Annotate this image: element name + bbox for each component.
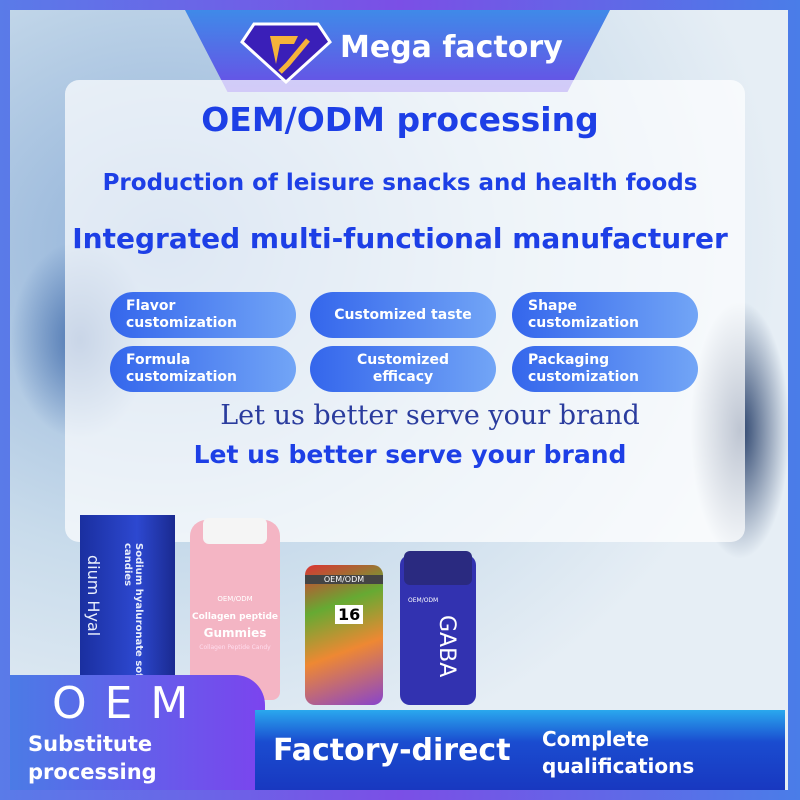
qualifications-label: Complete qualifications bbox=[542, 727, 695, 778]
oem-block bbox=[10, 675, 265, 790]
banner-title: Mega factory bbox=[340, 30, 563, 65]
pouch-badge: OEM/ODM bbox=[305, 575, 383, 584]
subtitle-2: Integrated multi-functional manufacturer bbox=[72, 222, 728, 255]
bottle-cap bbox=[404, 551, 472, 585]
feature-pill: Customized taste bbox=[310, 292, 496, 338]
headline: OEM/ODM processing bbox=[201, 100, 599, 139]
jar-line1: Collagen peptide bbox=[191, 612, 279, 622]
substitute-label: Substitute processing bbox=[28, 732, 157, 784]
features-bar bbox=[255, 710, 785, 790]
jar-line3: Collagen Peptide Candy bbox=[199, 644, 271, 651]
oem-label: O E M bbox=[52, 678, 191, 729]
jar-line2: Gummies bbox=[203, 626, 267, 640]
bottle-badge: OEM/ODM bbox=[408, 597, 439, 604]
factory-direct-label: Factory-direct bbox=[273, 733, 511, 768]
jar-badge: OEM/ODM bbox=[217, 595, 253, 603]
box-side-text: dium Hyal bbox=[84, 555, 103, 637]
slogan: Let us better serve your brand bbox=[193, 440, 627, 469]
feature-pill: Flavor customization bbox=[110, 292, 296, 338]
product-bottle: OEM/ODM GABA bbox=[400, 551, 476, 705]
product-pouch: OEM/ODM 16 bbox=[305, 565, 383, 705]
feature-pill: Customized efficacy bbox=[310, 346, 496, 392]
slogan-serif: Let us better serve your brand bbox=[220, 400, 640, 431]
box-text: Sodium hyaluronate soft candies bbox=[122, 543, 144, 683]
jar-cap bbox=[203, 518, 267, 544]
diamond-logo-icon bbox=[240, 22, 332, 84]
pouch-text: 16 bbox=[335, 605, 364, 624]
feature-pill: Shape customization bbox=[512, 292, 698, 338]
subtitle-1: Production of leisure snacks and health … bbox=[102, 170, 698, 196]
bottle-text: GABA bbox=[434, 615, 459, 678]
feature-pill: Packaging customization bbox=[512, 346, 698, 392]
feature-pill: Formula customization bbox=[110, 346, 296, 392]
product-jar: OEM/ODM Collagen peptide Gummies Collage… bbox=[190, 518, 280, 700]
